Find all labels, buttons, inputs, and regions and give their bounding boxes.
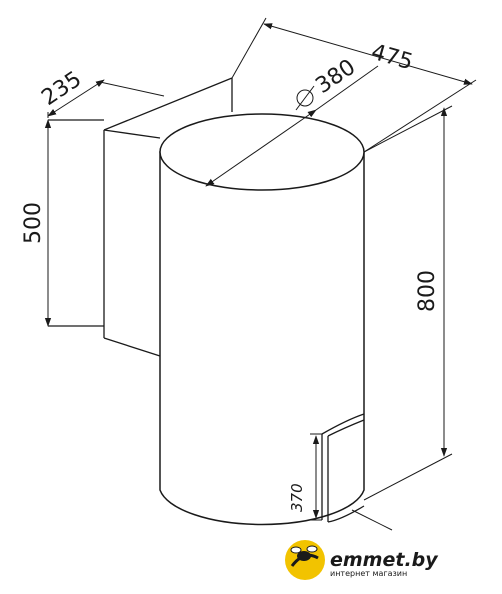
logo-tagline: интернет магазин xyxy=(330,569,407,578)
cylinder-body xyxy=(159,113,365,526)
control-panel xyxy=(321,413,365,523)
cylinder-top xyxy=(159,113,365,191)
dimension-800: 800 xyxy=(363,105,453,501)
dimension-500: 500 xyxy=(21,119,52,327)
label-800: 800 xyxy=(415,270,440,312)
logo-name: emmet.by xyxy=(330,549,439,571)
dimension-475: 475 xyxy=(231,17,477,153)
label-380: 380 xyxy=(311,55,360,99)
dimension-235: 235 xyxy=(37,67,165,118)
label-475: 475 xyxy=(368,40,415,76)
label-500: 500 xyxy=(21,202,46,244)
label-370: 370 xyxy=(288,483,306,512)
label-235: 235 xyxy=(37,67,86,111)
emmet-logo: emmet.by интернет магазин xyxy=(285,540,439,580)
diameter-symbol-icon xyxy=(295,85,315,111)
wall-box xyxy=(48,77,233,357)
dimension-370: 370 xyxy=(288,433,393,531)
